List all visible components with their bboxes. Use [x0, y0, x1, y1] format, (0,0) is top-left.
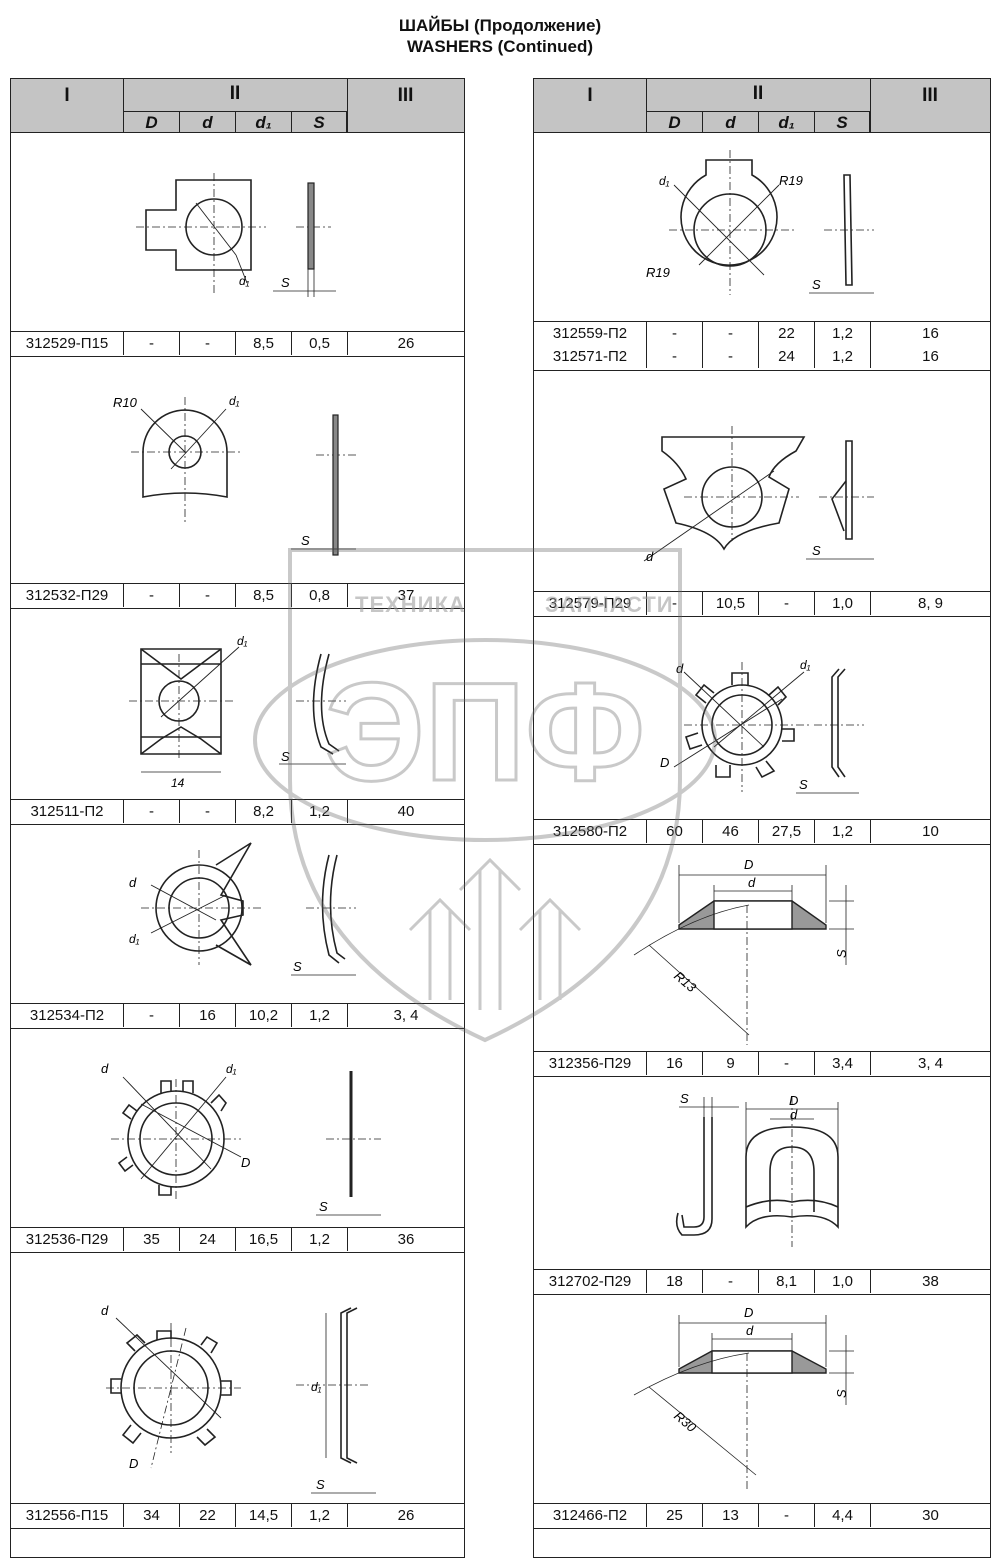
washer-drawing-312356: D d S R13 — [633, 857, 854, 1045]
svg-text:S: S — [316, 1477, 325, 1492]
label-r10: R10 — [113, 395, 138, 410]
washer-drawing-312534: d d₁ S — [129, 842, 356, 976]
washer-drawing-312536: d d₁ D S — [101, 1061, 381, 1216]
washer-drawing-312702: S D d — [675, 1091, 839, 1247]
svg-text:d₁: d₁ — [237, 634, 248, 648]
header-S: S — [291, 111, 347, 133]
svg-text:d₁: d₁ — [800, 658, 811, 672]
table-row: 312556-П15 34 22 14,5 1,2 26 — [11, 1503, 464, 1529]
svg-text:d: d — [676, 661, 684, 676]
svg-text:R19: R19 — [779, 173, 803, 188]
header-col-II: II — [229, 83, 241, 104]
table-row: 312571-П2 - - 24 1,2 16 — [534, 345, 990, 371]
svg-text:R13: R13 — [671, 968, 700, 995]
washer-drawing-312556: d D d₁ S — [101, 1303, 376, 1494]
left-table-header: I II III D d d₁ S — [11, 79, 464, 133]
svg-text:S: S — [680, 1091, 689, 1106]
washer-drawing-312529: S d₁ — [136, 173, 336, 297]
left-table: I II III D d d₁ S S d₁ 312529-П15 - - 8,… — [10, 78, 465, 1558]
svg-text:D: D — [129, 1456, 138, 1471]
washer-drawing-312559: d₁ R19 R19 S — [646, 150, 874, 295]
header-col-I: I — [64, 85, 70, 106]
washer-drawing-312466: D d S R30 — [633, 1305, 854, 1490]
label-d1: d₁ — [239, 274, 250, 288]
washer-drawing-312511: 14 d₁ S — [129, 634, 346, 790]
table-row: 312356-П29 16 9 - 3,4 3, 4 — [534, 1051, 990, 1077]
part-number: 312529-П15 — [25, 335, 109, 352]
svg-text:D: D — [660, 755, 669, 770]
header-d1: d₁ — [235, 111, 291, 133]
table-row: 312529-П15 - - 8,5 0,5 26 — [11, 331, 464, 357]
svg-text:S: S — [812, 277, 821, 292]
washer-drawing-312579: d S — [643, 426, 874, 564]
header-col-III: III — [397, 85, 414, 106]
svg-text:D: D — [744, 857, 753, 872]
page-title-ru: ШАЙБЫ (Продолжение) — [398, 16, 602, 35]
svg-text:d: d — [748, 875, 756, 890]
svg-text:R30: R30 — [671, 1408, 700, 1435]
header-d: d — [179, 111, 235, 133]
svg-text:d₁: d₁ — [311, 1380, 322, 1394]
svg-text:d₁: d₁ — [226, 1062, 237, 1076]
svg-text:S: S — [319, 1199, 328, 1214]
table-row: 312702-П29 18 - 8,1 1,0 38 — [534, 1269, 990, 1295]
table-row: 312580-П2 60 46 27,5 1,2 10 — [534, 819, 990, 845]
svg-text:d₁: d₁ — [659, 174, 670, 188]
svg-text:d: d — [790, 1107, 798, 1122]
right-table-header: I II III D d d₁ S — [534, 79, 990, 133]
table-row: 312536-П29 35 24 16,5 1,2 36 — [11, 1227, 464, 1253]
table-row: 312511-П2 - - 8,2 1,2 40 — [11, 799, 464, 825]
right-table: I II III D d d₁ S d₁ R19 R19 S 312559-П2… — [533, 78, 991, 1558]
svg-text:D: D — [744, 1305, 753, 1320]
svg-text:d: d — [746, 1323, 754, 1338]
table-row: 312532-П29 - - 8,5 0,8 37 — [11, 583, 464, 609]
svg-text:S: S — [834, 1389, 849, 1398]
svg-text:d: d — [646, 549, 654, 564]
svg-text:S: S — [281, 749, 290, 764]
svg-text:d: d — [101, 1061, 109, 1076]
svg-text:D: D — [789, 1093, 798, 1108]
svg-text:14: 14 — [171, 776, 185, 790]
washer-drawing-312580: d d₁ D S — [660, 658, 864, 794]
header-D: D — [123, 111, 179, 133]
page-title-en: WASHERS (Continued) — [406, 37, 594, 56]
svg-text:S: S — [301, 533, 310, 548]
svg-text:d: d — [129, 875, 137, 890]
table-row: 312534-П2 - 16 10,2 1,2 3, 4 — [11, 1003, 464, 1029]
svg-text:d₁: d₁ — [129, 932, 140, 946]
svg-text:S: S — [834, 949, 849, 958]
washer-drawing-312532: R10 d₁ S — [113, 394, 356, 556]
svg-text:R19: R19 — [646, 265, 670, 280]
label-s: S — [281, 275, 290, 290]
table-row: 312466-П2 25 13 - 4,4 30 — [534, 1503, 990, 1529]
svg-text:S: S — [293, 959, 302, 974]
svg-text:D: D — [241, 1155, 250, 1170]
table-row: 312559-П2 - - 22 1,2 16 — [534, 321, 990, 347]
table-row: 312579-П29 - 10,5 - 1,0 8, 9 — [534, 591, 990, 617]
svg-text:S: S — [799, 777, 808, 792]
svg-text:d₁: d₁ — [229, 394, 240, 408]
svg-text:d: d — [101, 1303, 109, 1318]
svg-text:S: S — [812, 543, 821, 558]
